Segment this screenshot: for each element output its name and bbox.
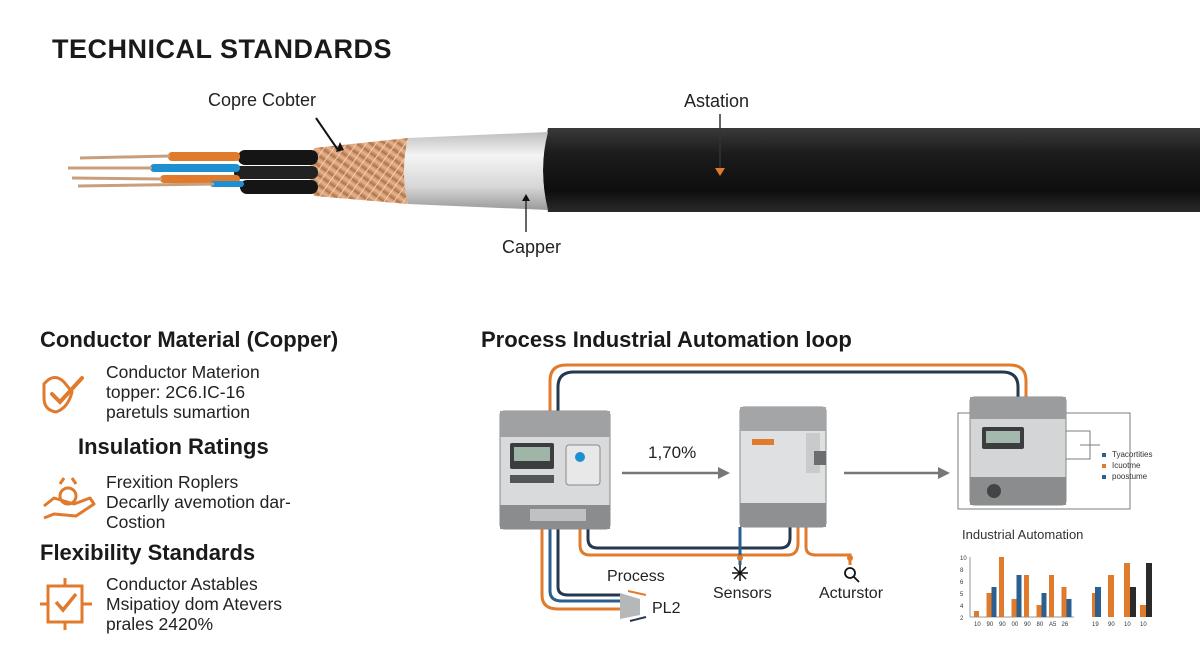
spec-line: topper: 2C6.IC-16: [106, 382, 246, 402]
cable-inner-wires: [68, 150, 318, 194]
shield-check-icon: [40, 578, 92, 630]
page-title: TECHNICAL STANDARDS: [52, 34, 392, 64]
bar: [1130, 587, 1136, 617]
plc-module-left: [499, 410, 611, 530]
sensor-icon: [732, 565, 748, 581]
legend-swatch: [1102, 464, 1106, 468]
bar: [1036, 605, 1042, 617]
cable-illustration: [68, 114, 1200, 232]
spec-heading-conductor: Conductor Material (Copper): [40, 327, 339, 352]
x-tick-label: 90: [999, 622, 1006, 628]
x-tick-label: 00: [1012, 622, 1019, 628]
bar: [1024, 575, 1029, 617]
y-tick-label: 10: [960, 556, 967, 562]
bar: [1041, 593, 1047, 617]
loop-title: Process Industrial Automation loop: [481, 327, 852, 352]
y-tick-label: 8: [960, 568, 964, 574]
automation-loop-diagram: 10 8 6 5 4 2 10 90 90 00 90 80 A5 26 19 90 10 10: [499, 363, 1152, 628]
x-tick-label: 80: [1037, 622, 1044, 628]
bar-chart: 10 8 6 5 4 2 10 90 90 00 90 80 A5 26 19 90 10 10: [960, 556, 1152, 628]
check-ribbon-icon: [42, 376, 84, 414]
bar: [974, 611, 979, 617]
cable-foil-shield: [404, 132, 548, 210]
legend-item: Tyacortities: [1112, 450, 1153, 459]
x-tick-label: 10: [1140, 622, 1147, 628]
x-tick-label: 10: [1124, 622, 1131, 628]
bar: [1016, 575, 1022, 617]
cable-jacket: [543, 128, 1200, 212]
x-tick-label: 10: [974, 622, 981, 628]
bar: [1095, 587, 1101, 617]
bar: [1108, 575, 1114, 617]
spec-line: Frexition Roplers: [106, 472, 239, 492]
bar: [1066, 599, 1072, 617]
sensors-label: Sensors: [713, 585, 772, 602]
cable-core-label: Copre Cobter: [208, 90, 317, 110]
spec-line: Msipatioy dom Atevers: [106, 594, 283, 614]
spec-line: paretuls sumartion: [106, 402, 250, 422]
cable-shield-label: Capper: [502, 237, 562, 257]
hand-gear-icon: [43, 477, 96, 520]
y-tick-label: 4: [960, 604, 964, 610]
flow-value-label: 1,70%: [648, 443, 697, 462]
bar: [999, 557, 1004, 617]
plc-module-right: [957, 396, 1131, 510]
y-tick-label: 6: [960, 580, 964, 586]
spec-line: Costion: [106, 512, 166, 532]
spec-line: prales 2420%: [106, 614, 214, 634]
x-tick-label: A5: [1049, 622, 1057, 628]
x-tick-label: 90: [1108, 622, 1115, 628]
bar: [991, 587, 997, 617]
y-tick-label: 2: [960, 616, 964, 622]
y-tick-label: 5: [960, 592, 964, 598]
legend-item: poostume: [1112, 472, 1148, 481]
x-tick-label: 26: [1062, 622, 1069, 628]
bar: [1146, 563, 1152, 617]
bar: [1124, 563, 1130, 617]
bar: [1011, 599, 1017, 617]
bar: [986, 593, 992, 617]
spec-heading-insulation: Insulation Ratings: [78, 434, 269, 459]
chart-title: Industrial Automation: [962, 527, 1084, 542]
x-tick-label: 19: [1092, 622, 1099, 628]
bar: [1140, 605, 1146, 617]
loop-wires: [540, 363, 1028, 611]
spec-line: Conductor Materion: [106, 362, 260, 382]
x-tick-label: 90: [1024, 622, 1031, 628]
core-pointer: [315, 117, 339, 151]
plc-label: PL2: [652, 600, 681, 617]
spec-heading-flexibility: Flexibility Standards: [40, 540, 256, 565]
legend-swatch: [1102, 453, 1106, 457]
x-tick-label: 90: [987, 622, 994, 628]
spec-line: Decarlly avemotion dar-: [106, 492, 291, 512]
actuator-label: Acturstor: [819, 585, 884, 602]
io-module-middle: [739, 406, 827, 528]
plc-plug: [620, 590, 647, 622]
legend-item: Icuotme: [1112, 461, 1141, 470]
cable-jacket-label: Astation: [684, 91, 750, 111]
cable-copper-braid: [310, 138, 408, 204]
legend-swatch: [1102, 475, 1106, 479]
actuator-icon: [844, 567, 860, 583]
bar: [1049, 575, 1054, 617]
bar: [1061, 587, 1067, 617]
process-label: Process: [607, 568, 665, 585]
spec-line: Conductor Astables: [106, 574, 258, 594]
